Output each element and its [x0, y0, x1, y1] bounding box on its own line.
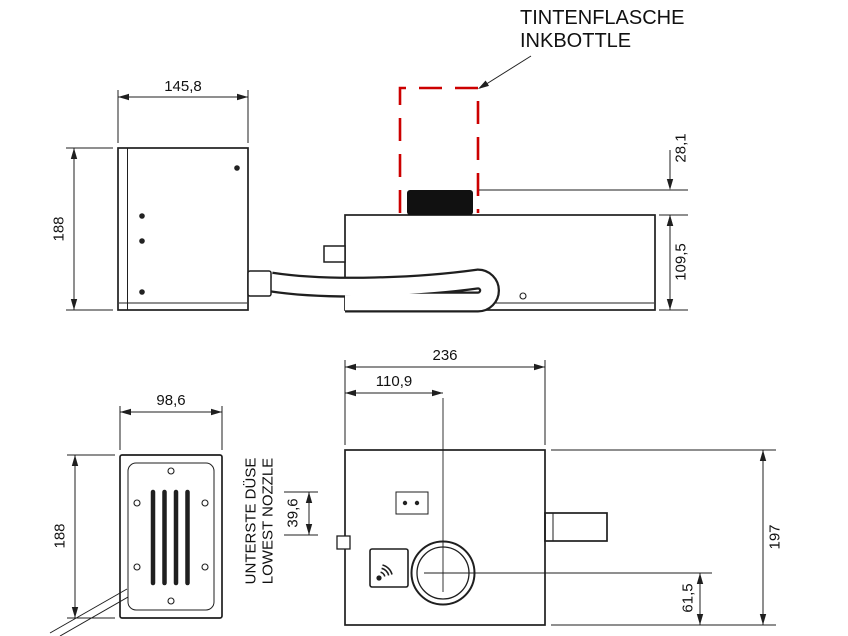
- nozzle-note: UNTERSTE DÜSE LOWEST NOZZLE: [242, 458, 277, 585]
- dim-arrow: [759, 450, 767, 461]
- dim-body-height: 109,5: [659, 215, 690, 311]
- dim-arrow: [71, 455, 79, 466]
- dim-nozzle-center-x: 110,9: [345, 373, 443, 397]
- signal-icon-frame: [369, 548, 409, 588]
- dim-label-cap-offset: 28,1: [673, 133, 690, 162]
- dim-nozzle-offset: 39,6: [284, 491, 318, 536]
- dim-arrow: [696, 573, 704, 584]
- dim-arrow: [666, 215, 674, 226]
- ink-bottle-outline: [398, 86, 480, 213]
- dim-top-depth: 197: [551, 449, 784, 626]
- vent-slots: [150, 489, 190, 586]
- dim-arrow: [345, 389, 356, 397]
- dim-label-nozzle-offset: 39,6: [285, 498, 302, 527]
- ink-supply-tube: [247, 245, 500, 313]
- callout-label-en: INKBOTTLE: [520, 30, 631, 52]
- callout-label-de: TINTENFLASCHE: [520, 7, 684, 29]
- screw-hole: [139, 289, 145, 295]
- dim-front-width: 98,6: [119, 392, 223, 450]
- connector-stub-outline: [544, 512, 608, 542]
- dim-label-front-height: 188: [52, 523, 69, 548]
- dip-switch-frame: [395, 491, 429, 515]
- dim-front-height: 188: [52, 454, 115, 619]
- controller-outline: [117, 147, 249, 311]
- front-inner-panel: [127, 462, 215, 611]
- dip-switch: [395, 491, 429, 515]
- dim-arrow: [534, 363, 545, 371]
- signal-wave-icon: [382, 564, 393, 575]
- dim-arrow: [237, 93, 248, 101]
- dim-arrow: [759, 614, 767, 625]
- tube-fitting: [323, 245, 346, 263]
- connector-stub: [544, 512, 608, 542]
- tube-connector: [247, 270, 272, 297]
- controller-box: [117, 147, 249, 311]
- nozzle-ring-outer: [410, 540, 476, 606]
- screw-hole: [167, 467, 175, 475]
- screw-hole: [519, 292, 527, 300]
- dim-arrow: [666, 299, 674, 310]
- signal-sensor: [369, 548, 409, 588]
- callout-arrowhead: [478, 80, 489, 89]
- dim-arrow: [70, 299, 78, 310]
- dim-arrow: [432, 389, 443, 397]
- dim-arrow: [345, 363, 356, 371]
- side-notch: [336, 535, 351, 550]
- screw-hole: [139, 238, 145, 244]
- dim-label-nozzle-center-x: 110,9: [376, 373, 412, 390]
- nozzle-note-en: LOWEST NOZZLE: [260, 458, 277, 584]
- dim-nozzle-center-y: 61,5: [680, 573, 704, 625]
- ink-cap: [407, 190, 473, 215]
- screw-hole: [234, 165, 240, 171]
- supply-tube-core: [269, 270, 498, 311]
- front-outline: [119, 454, 223, 619]
- dim-cap-offset: 28,1: [479, 133, 690, 226]
- dim-arrow: [71, 607, 79, 618]
- dim-controller-height: 188: [51, 147, 113, 311]
- dim-arrow: [696, 614, 704, 625]
- dim-arrow: [120, 408, 131, 416]
- dim-arrow: [305, 524, 313, 535]
- dim-label-front-width: 98,6: [156, 392, 185, 409]
- dip-switch-dot: [402, 500, 408, 506]
- dim-label-nozzle-center-y: 61,5: [680, 583, 697, 612]
- dim-arrow: [70, 148, 78, 159]
- dim-arrow: [305, 492, 313, 503]
- screw-hole: [133, 499, 141, 507]
- nozzle-note-de: UNTERSTE DÜSE: [242, 458, 260, 585]
- dim-arrow: [666, 179, 674, 190]
- dim-label-top-depth: 197: [767, 524, 784, 549]
- callout-leader: [479, 55, 532, 89]
- dim-label-controller-width: 145,8: [164, 78, 202, 95]
- screw-hole: [201, 563, 209, 571]
- screw-hole: [133, 563, 141, 571]
- side-view: TINTENFLASCHE INKBOTTLE 145,8 188: [51, 7, 690, 313]
- dim-label-body-height: 109,5: [673, 243, 690, 281]
- screw-hole: [167, 597, 175, 605]
- screw-hole: [139, 213, 145, 219]
- dim-arrow: [118, 93, 129, 101]
- signal-wave-icon: [380, 571, 386, 577]
- dim-label-top-width: 236: [432, 347, 457, 364]
- dim-label-controller-height: 188: [51, 216, 68, 241]
- top-view: 236 110,9 197 61,5: [336, 347, 784, 626]
- signal-wave-icon: [381, 567, 390, 576]
- dim-controller-width: 145,8: [117, 78, 249, 143]
- dip-switch-dot: [414, 500, 420, 506]
- mounting-edge-line: [59, 596, 129, 636]
- dim-arrow: [211, 408, 222, 416]
- dim-top-width: 236: [344, 347, 546, 445]
- front-view: 98,6 188 UNTERSTE DÜSE LOWEST NOZZLE 39,…: [49, 392, 318, 636]
- signal-dot: [376, 575, 382, 581]
- inkbottle-callout: TINTENFLASCHE INKBOTTLE: [478, 7, 684, 89]
- screw-hole: [201, 499, 209, 507]
- mounting-edge-line: [49, 588, 128, 634]
- nozzle-ring-inner: [416, 546, 470, 600]
